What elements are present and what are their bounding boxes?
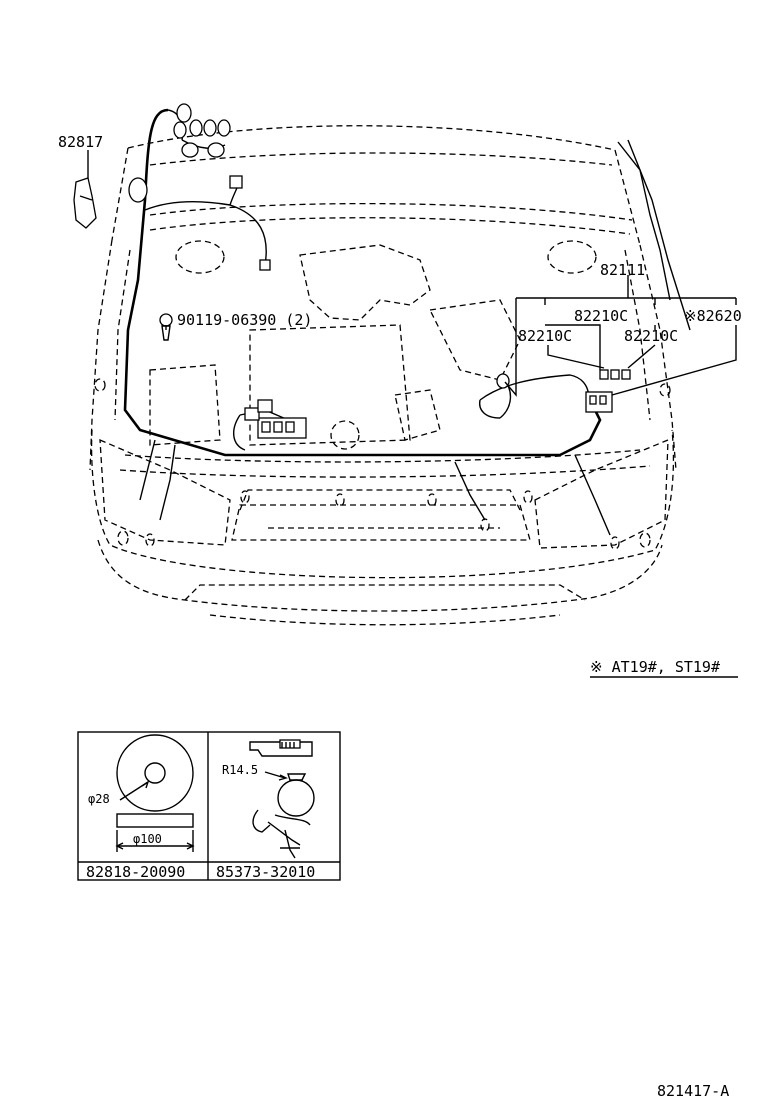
wire-harness (73, 103, 631, 536)
part-label-82817: 82817 (58, 133, 103, 151)
footnote-model-codes: ※ AT19#, ST19# (590, 658, 720, 676)
leader-lines (87, 150, 737, 397)
part-label-82210c-right: 82210C (624, 327, 678, 345)
part-label-82620: ※82620 (684, 307, 742, 325)
dim-label-r14-5: R14.5 (222, 763, 258, 777)
figure-id: 821417-A (657, 1082, 729, 1100)
dim-label-phi28: φ28 (88, 792, 110, 806)
part-label-82111: 82111 (600, 261, 645, 279)
part-label-82210c-top: 82210C (574, 307, 628, 325)
dim-label-phi100: φ100 (133, 832, 162, 846)
part-no-82818-20090: 82818-20090 (86, 863, 185, 881)
part-label-90119: 90119-06390 (2) (177, 311, 312, 329)
detail-boxes: φ28 φ100 82818-20090 R14.5 85373-32010 (77, 731, 341, 881)
detail-right-clip (249, 739, 315, 859)
part-no-85373-32010: 85373-32010 (216, 863, 315, 881)
detail-left-pad (115, 734, 195, 852)
car-body-outline (89, 125, 691, 626)
part-label-82210c-left: 82210C (518, 327, 572, 345)
